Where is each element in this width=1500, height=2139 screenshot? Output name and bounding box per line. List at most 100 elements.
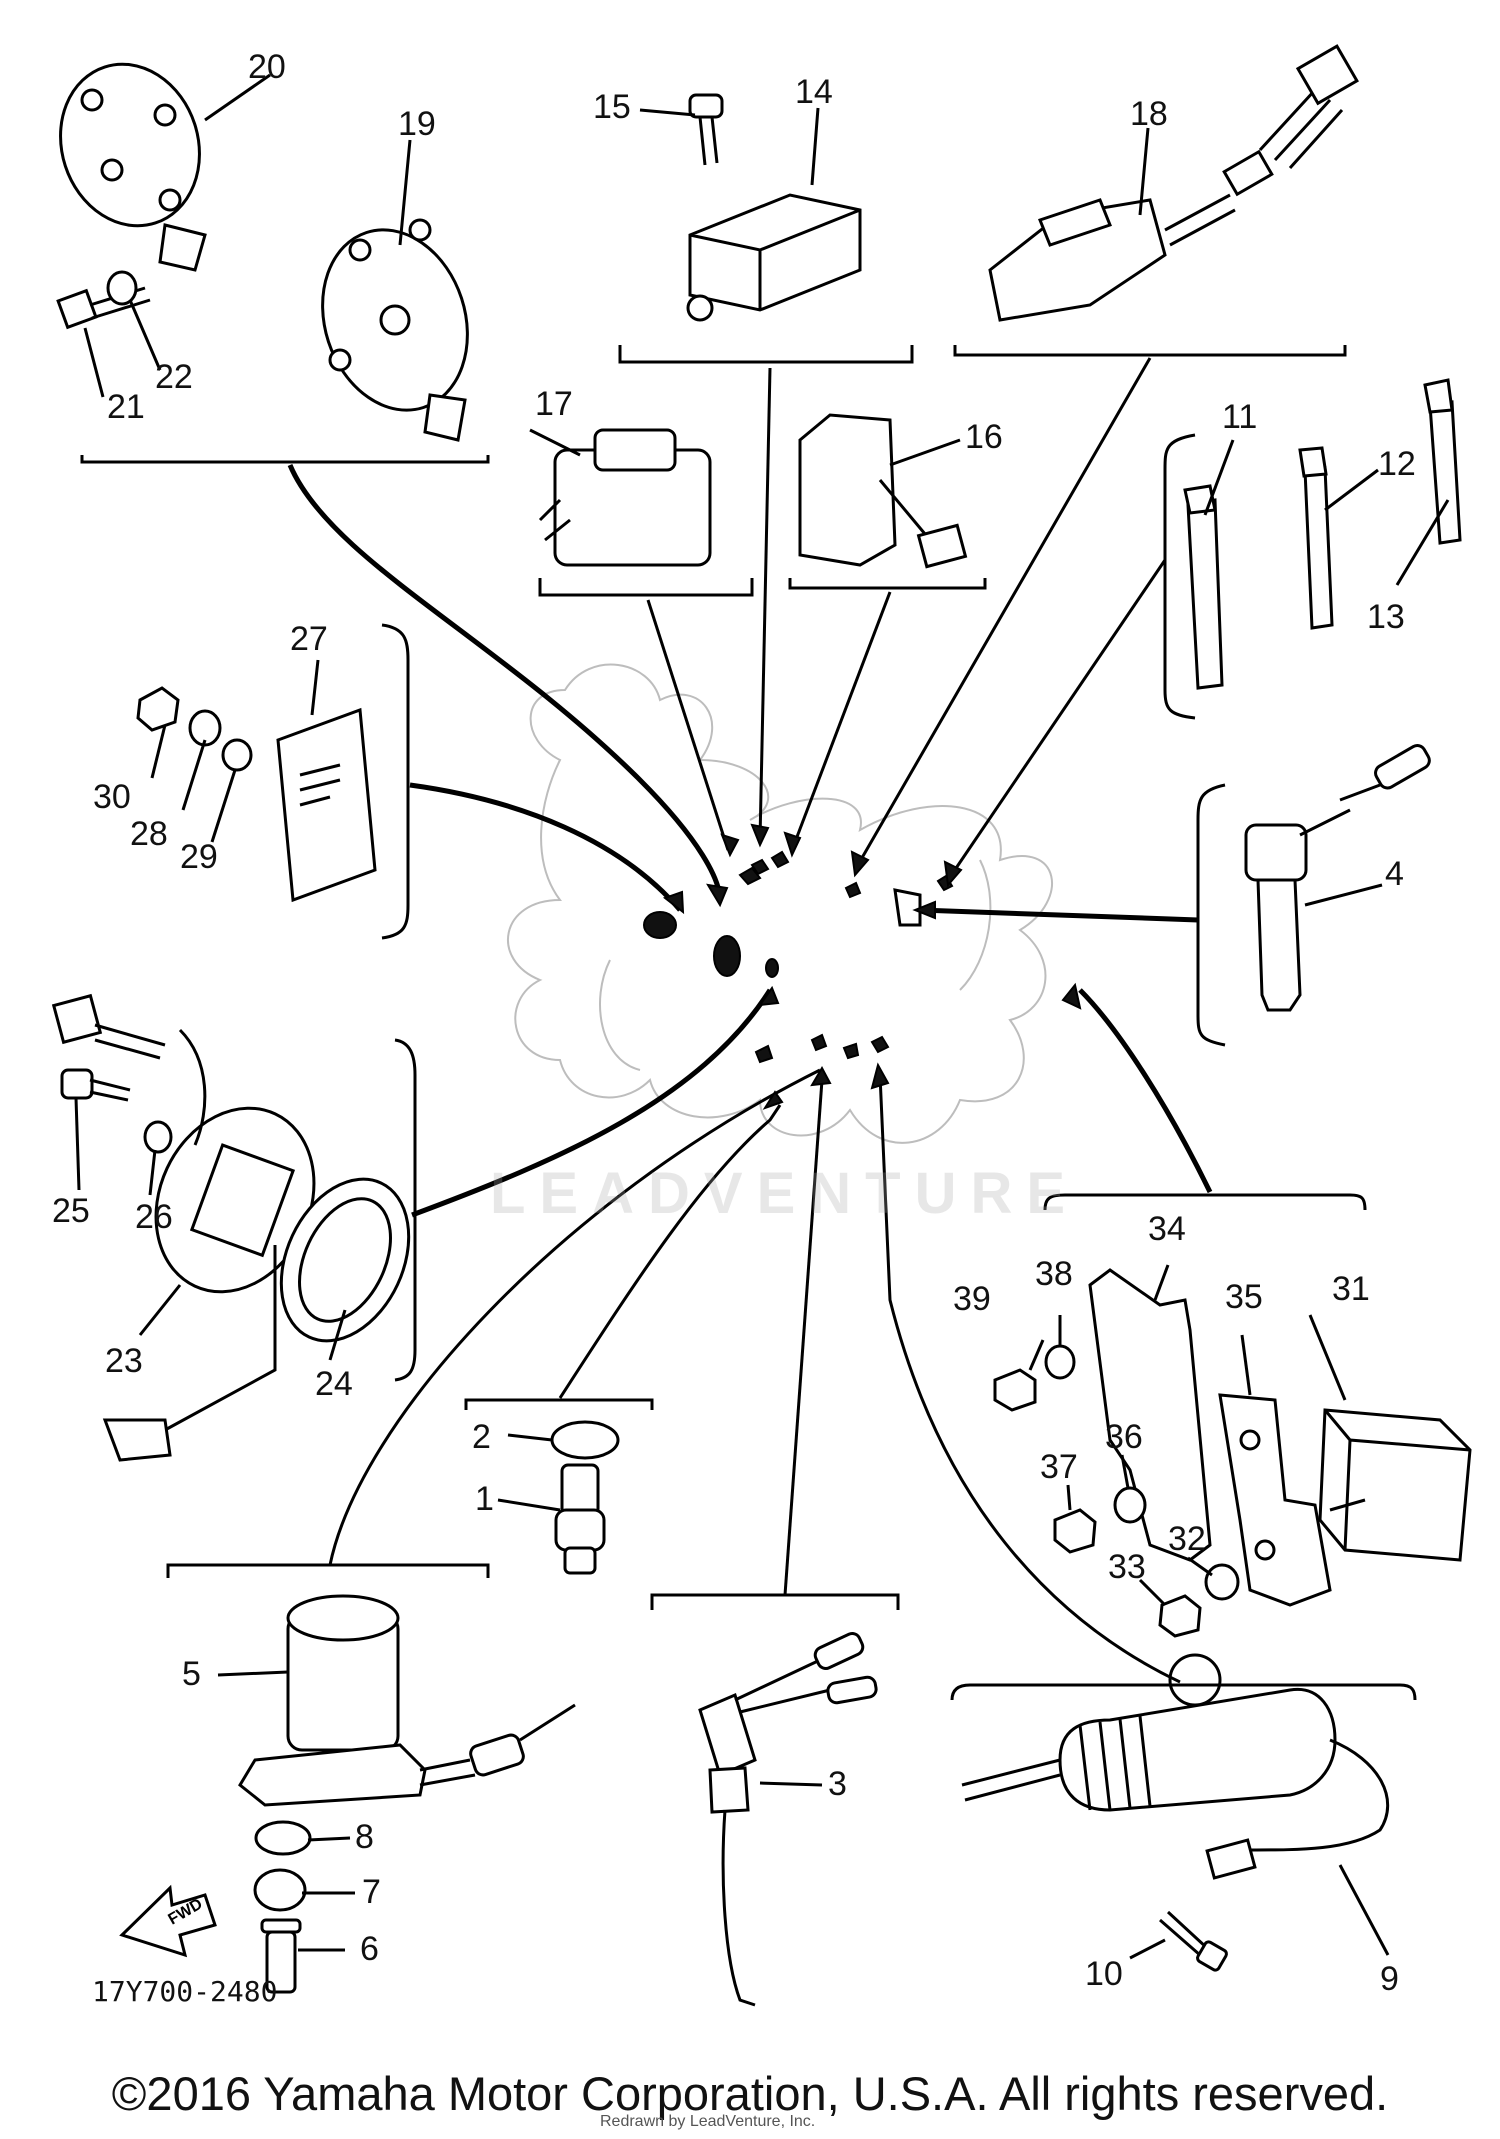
label-23: 23 — [105, 1342, 143, 1380]
label-28: 28 — [130, 815, 168, 853]
label-2: 2 — [472, 1418, 491, 1456]
tie-13 — [1423, 378, 1462, 545]
label-34: 34 — [1148, 1210, 1186, 1248]
label-30: 30 — [93, 778, 131, 816]
label-38: 38 — [1035, 1255, 1073, 1293]
washer-26 — [143, 1120, 173, 1154]
connector-top-left — [51, 993, 166, 1060]
label-26: 26 — [135, 1198, 173, 1236]
washer-7 — [253, 1868, 307, 1912]
label-33: 33 — [1108, 1548, 1146, 1586]
label-29: 29 — [180, 838, 218, 876]
tie-12 — [1298, 446, 1334, 630]
leader-lines — [287, 357, 1213, 1684]
label-1: 1 — [475, 1480, 494, 1518]
label-14: 14 — [795, 73, 833, 111]
label-32: 32 — [1168, 1520, 1206, 1558]
drawing-code: 17Y700-2480 — [92, 1975, 278, 2008]
label-35: 35 — [1225, 1278, 1263, 1316]
relay-14 — [686, 193, 862, 322]
sensor-4 — [1244, 744, 1431, 1012]
label-8: 8 — [355, 1818, 374, 1856]
collar-38 — [1044, 1344, 1076, 1380]
nut-37 — [1053, 1508, 1097, 1554]
label-11: 11 — [1222, 398, 1257, 436]
label-12: 12 — [1378, 445, 1416, 483]
label-27: 27 — [290, 620, 328, 658]
gasket-24 — [279, 1177, 411, 1343]
collar-36 — [1113, 1486, 1147, 1524]
label-21: 21 — [107, 388, 145, 426]
unit-16 — [798, 413, 968, 569]
pump-5 — [238, 1594, 576, 1807]
label-25: 25 — [52, 1192, 90, 1230]
mount-spots — [643, 850, 954, 1064]
washer-29 — [221, 738, 253, 772]
screw-10 — [1159, 1910, 1228, 1972]
label-37: 37 — [1040, 1448, 1078, 1486]
fwd-arrow: FWD — [119, 1884, 217, 1958]
cdi-27 — [276, 707, 377, 903]
label-24: 24 — [315, 1365, 353, 1403]
label-13: 13 — [1367, 598, 1405, 636]
bracket-35 — [1218, 1393, 1332, 1607]
bracket-17 — [538, 578, 754, 597]
label-6: 6 — [360, 1930, 379, 1968]
label-22: 22 — [155, 358, 193, 396]
bracket-ties — [1163, 433, 1196, 720]
label-16: 16 — [965, 418, 1003, 456]
nut-30 — [136, 686, 180, 732]
screw-15 — [688, 93, 724, 166]
switch-1 — [554, 1463, 606, 1575]
label-39: 39 — [953, 1280, 991, 1318]
bracket-14 — [618, 345, 914, 364]
relay-17 — [538, 428, 712, 567]
bracket-9 — [950, 1683, 1417, 1701]
nut-39 — [993, 1368, 1037, 1412]
tie-11 — [1183, 484, 1224, 690]
bolt-6 — [260, 1918, 302, 1994]
label-7: 7 — [362, 1873, 381, 1911]
label-15: 15 — [593, 88, 631, 126]
part-labels: 20 19 21 22 15 14 18 17 16 11 12 13 27 3… — [52, 48, 1416, 1998]
label-4: 4 — [1385, 855, 1404, 893]
bracket-3 — [650, 1593, 900, 1610]
washer-22 — [106, 270, 138, 306]
label-9: 9 — [1380, 1960, 1399, 1998]
switch-18 — [988, 44, 1359, 322]
sensor-3 — [698, 1632, 878, 2007]
label-10: 10 — [1085, 1955, 1123, 1993]
washer-8 — [254, 1820, 312, 1856]
bracket-pump — [166, 1563, 490, 1578]
plate-34 — [1088, 1268, 1212, 1562]
collar-28 — [188, 709, 222, 747]
label-20: 20 — [248, 48, 286, 86]
label-leaders — [74, 73, 1450, 1960]
label-36: 36 — [1105, 1418, 1143, 1456]
nut-33 — [1158, 1594, 1202, 1638]
washer-2 — [550, 1420, 620, 1460]
copyright-notice: ©2016 Yamaha Motor Corporation, U.S.A. A… — [111, 2067, 1389, 2120]
label-31: 31 — [1332, 1270, 1370, 1308]
label-19: 19 — [398, 105, 436, 143]
bracket-31-39 — [1043, 1193, 1367, 1211]
bolt-25 — [60, 1068, 131, 1102]
redraw-note: Redrawn by LeadVenture, Inc. — [600, 2113, 816, 2130]
bracket-4 — [1196, 783, 1226, 1047]
frame-outline — [506, 663, 1054, 1144]
label-18: 18 — [1130, 95, 1168, 133]
unit-31 — [1318, 1408, 1472, 1562]
bracket-16 — [788, 578, 987, 590]
bracket-horns — [80, 455, 490, 464]
bracket-27 — [381, 623, 410, 940]
bracket-1-2 — [464, 1398, 654, 1410]
label-17: 17 — [535, 385, 573, 423]
collar-32 — [1204, 1563, 1240, 1601]
solenoid-9 — [961, 1653, 1390, 1880]
horn-20 — [59, 62, 207, 272]
arrowheads — [662, 823, 1082, 1110]
label-5: 5 — [182, 1655, 201, 1693]
sender-23 — [102, 1028, 316, 1462]
label-3: 3 — [828, 1765, 847, 1803]
